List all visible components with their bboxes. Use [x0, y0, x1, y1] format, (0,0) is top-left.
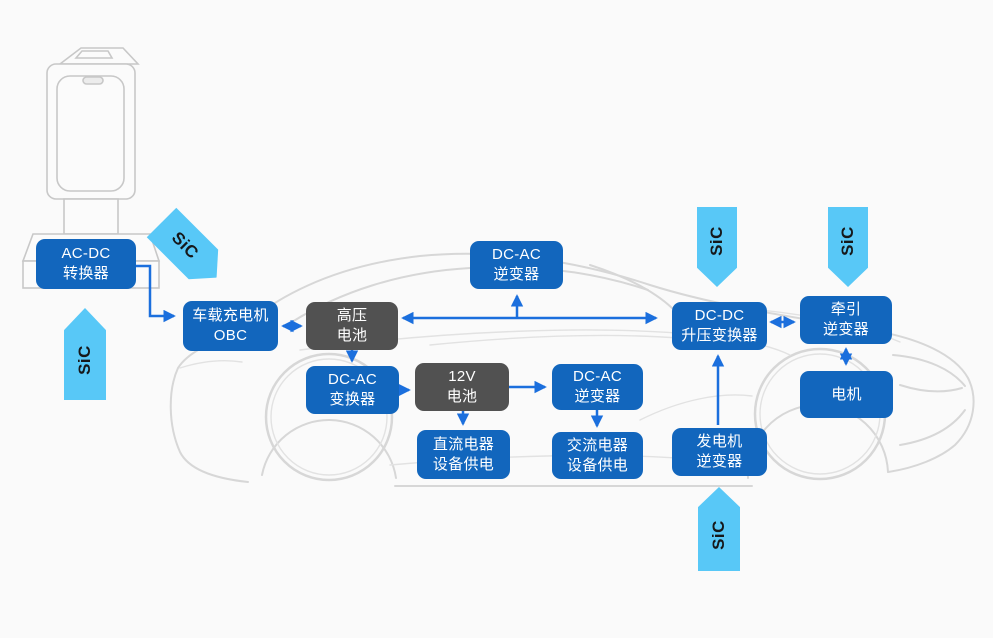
sic-arrow-acdc-converter: SiC [64, 308, 106, 400]
sic-arrow-dcdc-boost: SiC [697, 207, 737, 287]
node-acdc-converter: AC-DC 转换器 [36, 239, 136, 289]
node-label: 牵引 [830, 301, 862, 319]
node-onboard-charger-obc: 车载充电机 OBC [183, 301, 278, 351]
sic-label: SiC [838, 226, 857, 256]
sic-arrow-generator-inverter: SiC [698, 487, 740, 571]
node-dcdc-boost-converter: DC-DC 升压变换器 [672, 302, 767, 350]
node-ac-appliance-supply: 交流电器 设备供电 [552, 432, 643, 479]
node-12v-battery: 12V 电池 [415, 363, 509, 411]
node-label: 逆变器 [823, 321, 869, 338]
sic-label: SiC [707, 226, 726, 256]
node-label: 升压变换器 [681, 327, 758, 344]
node-label: 电池 [336, 327, 368, 344]
node-label: 发电机 [696, 433, 743, 451]
node-label: DC-AC [573, 368, 622, 386]
sic-label: SiC [167, 228, 203, 263]
node-label: 12V [448, 368, 476, 386]
node-label: 交流电器 [566, 436, 629, 454]
sic-label: SiC [709, 520, 728, 550]
node-high-voltage-battery: 高压 电池 [306, 302, 398, 350]
node-generator-inverter: 发电机 逆变器 [672, 428, 767, 476]
sic-label: SiC [75, 345, 94, 375]
node-dcac-inverter-mid: DC-AC 逆变器 [552, 364, 643, 410]
node-label: DC-DC [694, 307, 745, 325]
node-label: 逆变器 [574, 388, 621, 405]
node-label: AC-DC [61, 245, 111, 263]
node-traction-inverter: 牵引 逆变器 [800, 296, 892, 344]
node-dcac-inverter-top: DC-AC 逆变器 [470, 241, 563, 289]
node-motor: 电机 [800, 371, 893, 418]
node-label: 逆变器 [493, 266, 540, 283]
node-label: 逆变器 [696, 453, 743, 470]
node-label: 设备供电 [566, 456, 629, 474]
sic-arrow-traction-inverter: SiC [828, 207, 868, 287]
node-label: DC-AC [492, 246, 541, 264]
node-label: 设备供电 [432, 455, 495, 473]
node-label: 电池 [446, 388, 478, 405]
node-dcac-converter: DC-AC 变换器 [306, 366, 399, 414]
node-label: 转换器 [63, 265, 109, 282]
node-label: 变换器 [329, 391, 376, 408]
node-label: 车载充电机 [192, 307, 269, 325]
node-label: DC-AC [328, 371, 377, 389]
node-label: OBC [213, 327, 248, 344]
node-label: 直流电器 [432, 435, 495, 453]
node-label: 电机 [831, 385, 862, 403]
node-dc-appliance-supply: 直流电器 设备供电 [417, 430, 510, 479]
node-label: 高压 [336, 307, 368, 325]
